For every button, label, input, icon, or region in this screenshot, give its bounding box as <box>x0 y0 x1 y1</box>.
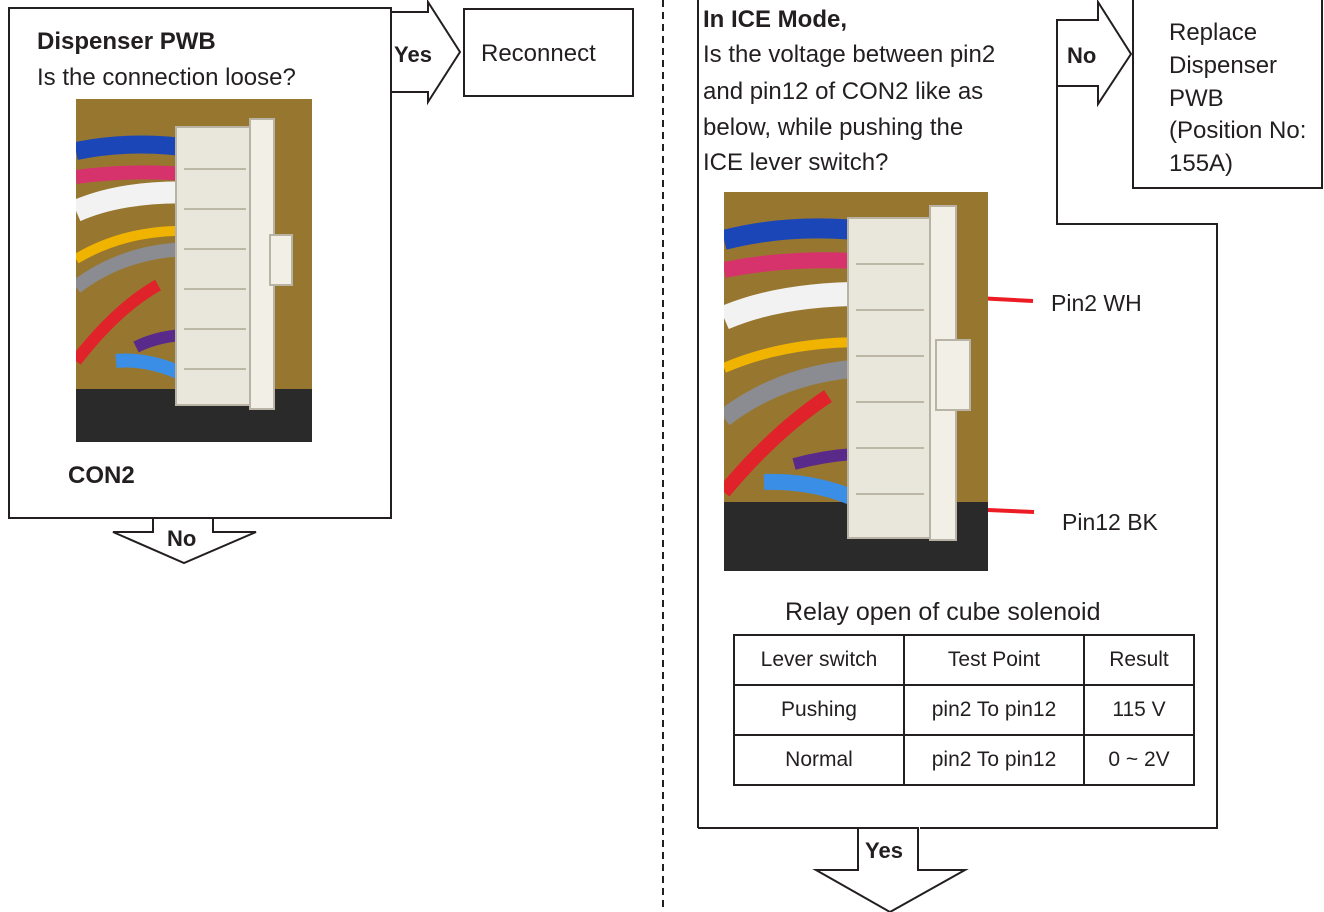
replace-line-4: (Position No: <box>1169 117 1307 144</box>
table-caption: Relay open of cube solenoid <box>785 598 1101 626</box>
reconnect-box <box>463 8 634 97</box>
no-label-left: No <box>167 526 197 551</box>
no-label-right: No <box>1067 43 1097 68</box>
header-result: Result <box>1083 634 1195 686</box>
table-header-row: Lever switch Test Point Result <box>733 634 1195 686</box>
no-arrow-down-left <box>112 517 257 565</box>
relay-table: Lever switch Test Point Result Pushing p… <box>733 634 1195 786</box>
no-arrow-right <box>1056 0 1133 108</box>
pin12-label: Pin12 BK <box>1062 509 1158 535</box>
question-line-2: and pin12 of CON2 like as <box>703 78 984 105</box>
con2-connector-photo <box>76 99 312 442</box>
left-box-title: Dispenser PWB <box>37 28 216 55</box>
yes-label-left: Yes <box>394 42 432 67</box>
table-cell: Pushing <box>733 684 905 736</box>
table-cell: 115 V <box>1083 684 1195 736</box>
header-lever-switch: Lever switch <box>733 634 905 686</box>
question-line-4: ICE lever switch? <box>703 149 889 176</box>
table-cell: Normal <box>733 734 905 786</box>
question-line-1: Is the voltage between pin2 <box>703 41 996 68</box>
right-box-title: In ICE Mode, <box>703 6 847 33</box>
yes-arrow-down-right <box>812 827 969 912</box>
table-row: Normal pin2 To pin12 0 ~ 2V <box>733 734 1195 786</box>
left-box-question: Is the connection loose? <box>37 64 296 91</box>
replace-line-5: 155A) <box>1169 150 1234 177</box>
table-cell: pin2 To pin12 <box>903 734 1085 786</box>
table-cell: 0 ~ 2V <box>1083 734 1195 786</box>
reconnect-text: Reconnect <box>481 40 596 67</box>
replace-line-3: PWB <box>1169 85 1224 112</box>
table-cell: pin2 To pin12 <box>903 684 1085 736</box>
connector-label: CON2 <box>68 462 135 489</box>
pin-connector-photo <box>724 192 988 571</box>
header-test-point: Test Point <box>903 634 1085 686</box>
replace-line-1: Replace <box>1169 19 1258 46</box>
table-row: Pushing pin2 To pin12 115 V <box>733 684 1195 736</box>
replace-box <box>1132 0 1323 189</box>
pin2-label: Pin2 WH <box>1051 290 1142 316</box>
yes-label-right: Yes <box>865 838 903 863</box>
question-line-3: below, while pushing the <box>703 114 964 141</box>
yes-arrow-left <box>390 0 462 106</box>
replace-line-2: Dispenser <box>1169 52 1278 79</box>
